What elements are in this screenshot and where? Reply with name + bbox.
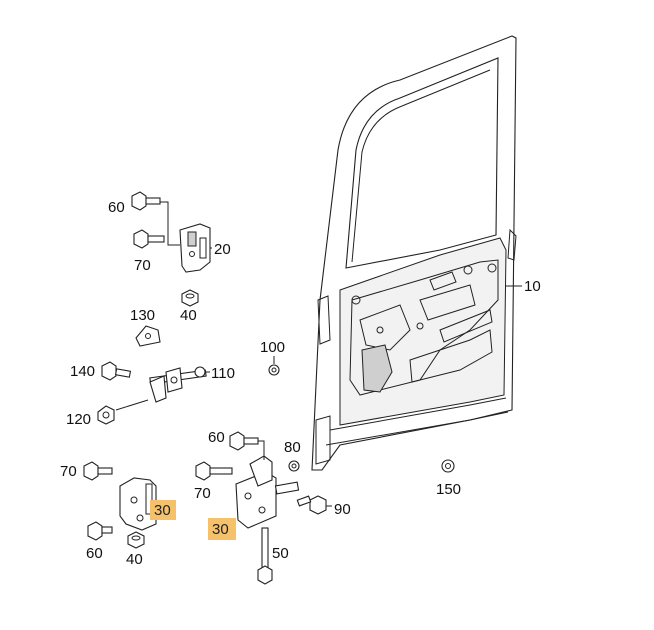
nut-120 <box>97 405 115 425</box>
hinge-30-right-label: 30 <box>212 521 229 538</box>
bolt-140 <box>101 361 132 381</box>
bolt-60-bottom <box>87 521 113 541</box>
leader-line <box>258 440 265 460</box>
bolt-70-top-label: 70 <box>134 257 151 274</box>
bolt-140-label: 140 <box>70 363 95 380</box>
leader-line <box>160 201 180 246</box>
bracket-130-label: 130 <box>130 307 155 324</box>
bolt-50-label: 50 <box>272 545 289 562</box>
bracket-130 <box>135 325 161 347</box>
hinge-30-left-label: 30 <box>154 502 171 519</box>
door-label: 10 <box>524 278 541 295</box>
washer-80 <box>288 460 300 472</box>
clip-150 <box>441 459 455 473</box>
highlight-box <box>150 500 176 520</box>
washer-80-label: 80 <box>284 439 301 456</box>
bolt-70-top <box>133 229 165 249</box>
door-panel <box>311 35 517 471</box>
highlight-box <box>208 518 236 540</box>
bolt-50 <box>257 527 273 585</box>
upper-hinge <box>179 223 211 273</box>
bolt-90 <box>296 495 327 515</box>
bolt-60-mid <box>229 431 259 451</box>
clip-100 <box>268 364 280 376</box>
clip-100-label: 100 <box>260 339 285 356</box>
bolt-60-bottom-label: 60 <box>86 545 103 562</box>
bolt-70-mid <box>195 461 233 481</box>
bolt-70-left-label: 70 <box>60 463 77 480</box>
nut-40-bottom-label: 40 <box>126 551 143 568</box>
hinge-30-left <box>119 477 157 531</box>
hinge-30-right <box>235 455 300 529</box>
nut-40-top <box>181 289 199 307</box>
bolt-90-label: 90 <box>334 501 351 518</box>
check-strap-110 <box>149 366 207 403</box>
bolt-60-mid-label: 60 <box>208 429 225 446</box>
nut-40-bottom <box>127 531 145 549</box>
check-strap-110-label: 110 <box>211 365 235 382</box>
leader-line <box>115 399 149 411</box>
bolt-70-left <box>83 461 113 481</box>
bolt-60-top <box>131 191 161 211</box>
hinge-20-label: 20 <box>214 241 231 258</box>
nut-40-top-label: 40 <box>180 307 197 324</box>
nut-120-label: 120 <box>66 411 91 428</box>
clip-150-label: 150 <box>436 481 461 498</box>
bolt-60-top-label: 60 <box>108 199 125 216</box>
bolt-70-mid-label: 70 <box>194 485 211 502</box>
